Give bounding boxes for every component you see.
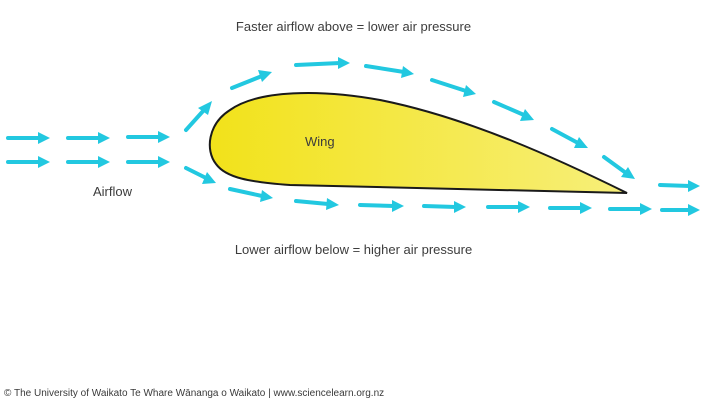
airflow-arrow [486,201,530,213]
airflow-arrow [430,78,476,97]
airflow-arrow [548,202,592,214]
lower-airflow-caption: Lower airflow below = higher air pressur… [234,242,473,257]
airflow-arrow [550,127,588,148]
airflow-arrow [230,70,272,90]
airflow-arrow [658,180,700,192]
airflow-arrow [422,201,466,213]
airflow-label: Airflow [93,184,133,199]
airflow-arrow [492,100,534,121]
wing-airfoil [208,92,628,194]
copyright-footer: © The University of Waikato Te Whare Wān… [4,388,385,399]
outgoing-airflow-arrows [658,180,700,216]
upper-airflow-caption: Faster airflow above = lower air pressur… [235,19,472,34]
airflow-arrow [6,156,50,168]
upper-airflow-arrows [184,57,635,179]
airflow-arrow [126,156,170,168]
airflow-arrow [66,156,110,168]
airflow-arrow [364,64,414,78]
incoming-airflow-arrows [6,131,170,168]
airflow-arrow [66,132,110,144]
airflow-arrow [126,131,170,143]
airflow-arrow [358,200,404,212]
airflow-arrow [184,101,212,132]
airflow-arrow [660,204,700,216]
wing-label: Wing [305,134,335,149]
lower-airflow-arrows [184,166,652,215]
airflow-arrow [228,187,273,202]
airflow-arrow [6,132,50,144]
airflow-arrow [608,203,652,215]
airflow-arrow [294,198,339,210]
airflow-arrow [602,155,635,179]
airflow-arrow [184,166,216,184]
airflow-arrow [294,57,350,69]
